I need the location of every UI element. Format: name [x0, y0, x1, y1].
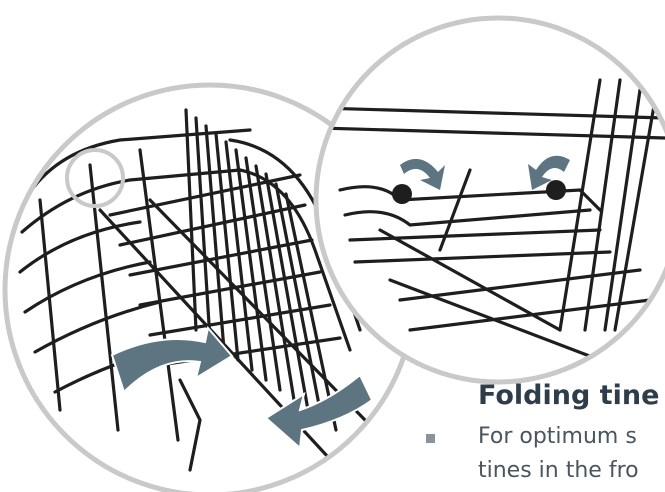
section-heading: Folding tine [478, 380, 660, 411]
bullet-text-line-2: tines in the fro [478, 458, 639, 483]
rotate-arrow-left-icon [400, 158, 445, 190]
fold-arrow-icon [110, 325, 234, 394]
rotate-arrow-right-icon [528, 155, 570, 190]
bullet-text-line-1: For optimum s [478, 424, 637, 449]
unfold-arrow-icon [264, 373, 374, 451]
hinge-closeup-circle [313, 15, 665, 385]
bullet-marker [426, 434, 435, 443]
